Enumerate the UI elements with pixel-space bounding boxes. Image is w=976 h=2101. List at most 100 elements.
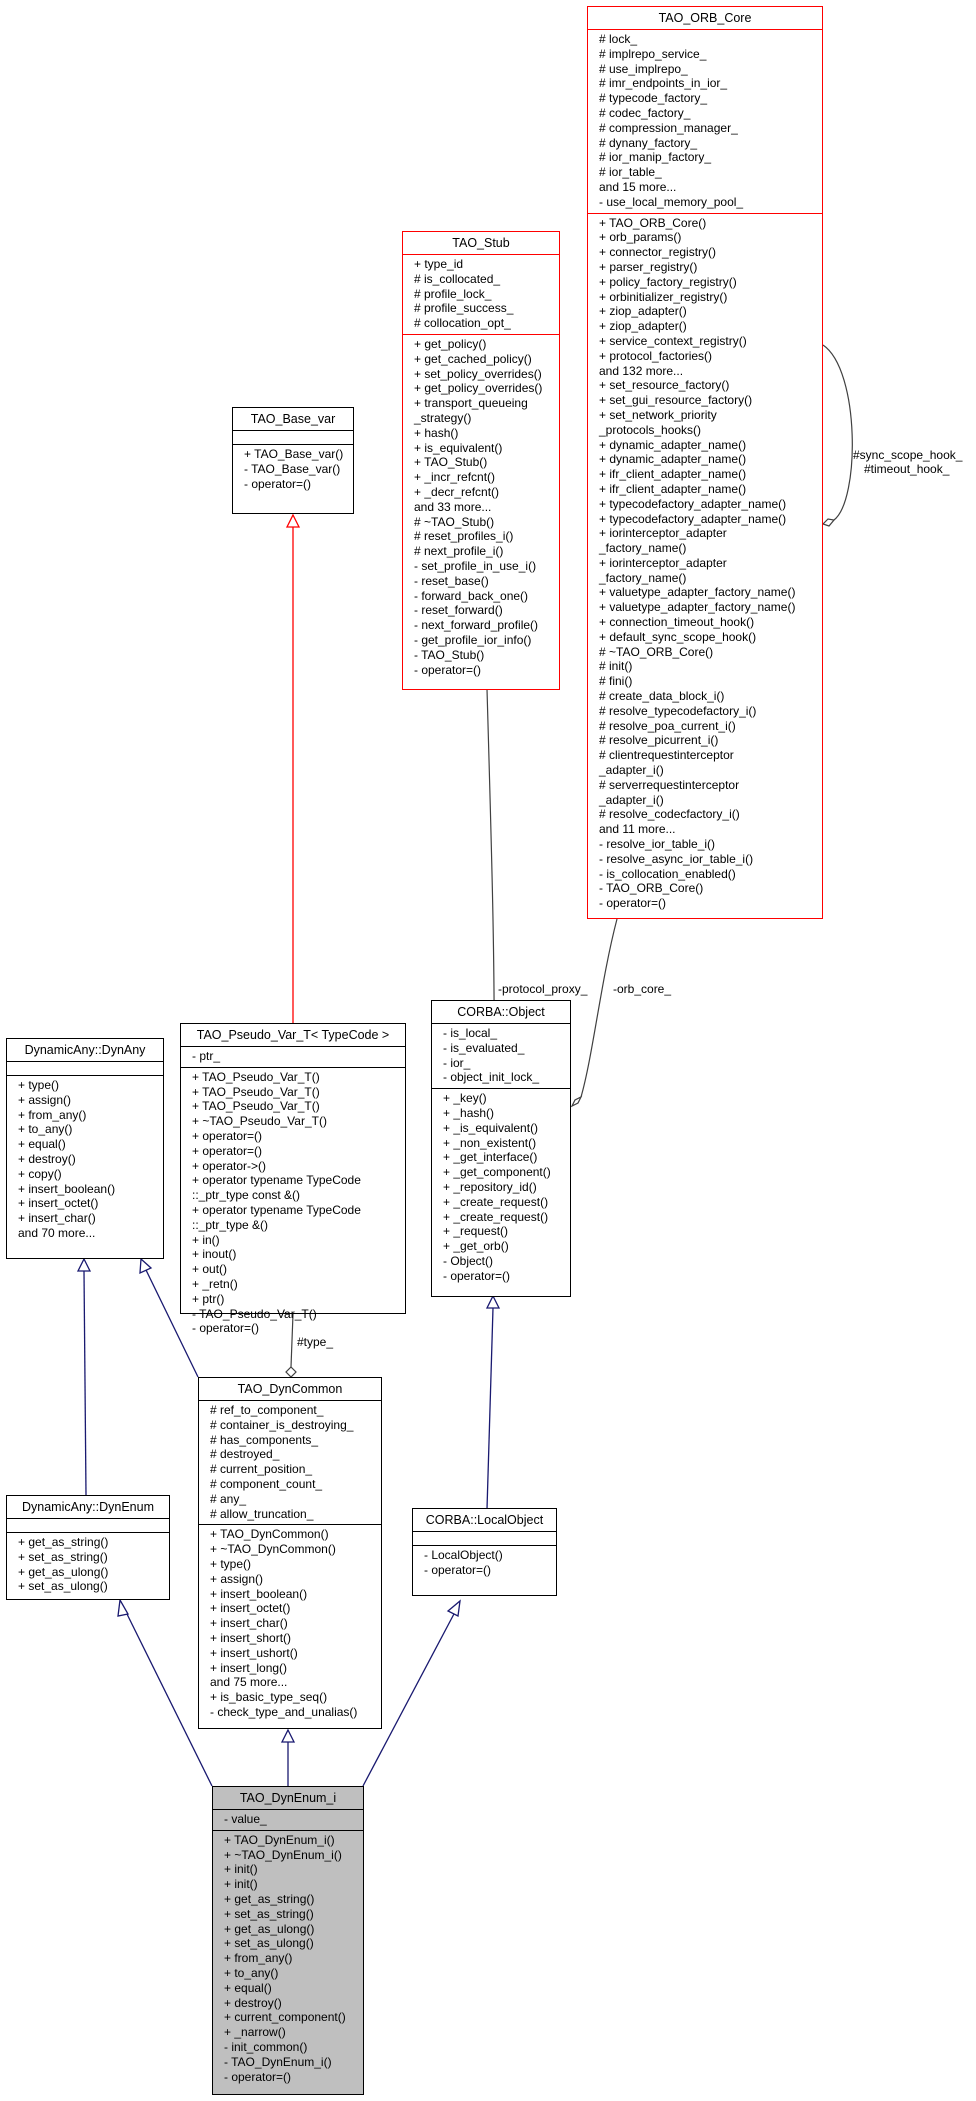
method-item: + from_any() <box>224 1951 293 1966</box>
attribute-item: # compression_manager_ <box>599 120 738 135</box>
method-item: + set_as_ulong() <box>18 1579 108 1594</box>
class-box-corba-localobject[interactable]: CORBA::LocalObject- LocalObject()- opera… <box>412 1508 557 1596</box>
method-item: ::_ptr_type &() <box>192 1217 269 1232</box>
attribute-item: # allow_truncation_ <box>210 1506 314 1521</box>
method-item: + operator=() <box>192 1128 263 1143</box>
class-title: CORBA::LocalObject <box>425 1513 544 1527</box>
method-item: + TAO_Pseudo_Var_T() <box>192 1084 320 1099</box>
method-item: + service_context_registry() <box>599 333 747 348</box>
method-item: + TAO_Pseudo_Var_T() <box>192 1069 320 1084</box>
inheritance-edge-dynany-dyncommon <box>145 1269 199 1378</box>
method-item: + _narrow() <box>224 2025 286 2040</box>
method-item: + _non_existent() <box>443 1135 537 1150</box>
method-item: - operator=() <box>244 476 312 491</box>
method-item: _strategy() <box>414 410 472 425</box>
method-item: + _decr_refcnt() <box>414 484 500 499</box>
method-item: + insert_char() <box>210 1616 288 1631</box>
method-item: + get_as_string() <box>18 1535 109 1549</box>
method-item: + get_as_ulong() <box>18 1564 109 1579</box>
attribute-item: # current_position_ <box>210 1462 313 1477</box>
class-box-tao-dynenum-i[interactable]: TAO_DynEnum_i- value_+ TAO_DynEnum_i()+ … <box>212 1786 364 2095</box>
method-item: + type() <box>18 1078 60 1092</box>
method-item: + insert_char() <box>18 1211 96 1226</box>
attribute-item: # typecode_factory_ <box>599 91 708 106</box>
method-item: + typecodefactory_adapter_name() <box>599 511 787 526</box>
method-item: - TAO_ORB_Core() <box>599 881 704 896</box>
attribute-item: # destroyed_ <box>210 1447 280 1462</box>
method-item: + assign() <box>210 1571 264 1586</box>
method-item: # serverrequestinterceptor <box>599 777 740 792</box>
method-item: + _get_orb() <box>443 1239 509 1254</box>
attribute-item: # codec_factory_ <box>599 105 691 120</box>
template-arrow-basevar <box>285 513 301 528</box>
method-item: + init() <box>224 1877 258 1892</box>
methods-section: + TAO_DynEnum_i()+ ~TAO_DynEnum_i()+ ini… <box>213 1829 363 2088</box>
method-item: + to_any() <box>18 1122 73 1137</box>
method-item: # ~TAO_Stub() <box>414 514 495 529</box>
method-item: + set_gui_resource_factory() <box>599 393 753 408</box>
attribute-item: - ptr_ <box>192 1049 221 1063</box>
method-item: + dynamic_adapter_name() <box>599 452 747 467</box>
method-item: + default_sync_scope_hook() <box>599 629 757 644</box>
method-item: + set_as_ulong() <box>224 1936 314 1951</box>
method-item: + parser_registry() <box>599 259 698 274</box>
attributes-section: - ptr_ <box>181 1046 405 1067</box>
class-title: DynamicAny::DynAny <box>24 1043 146 1057</box>
method-item: + equal() <box>224 1980 272 1995</box>
class-box-tao-base-var[interactable]: TAO_Base_var+ TAO_Base_var()- TAO_Base_v… <box>232 407 354 514</box>
method-item: + _key() <box>443 1091 487 1106</box>
class-box-tao-orb-core[interactable]: TAO_ORB_Core# lock_# implrepo_service_# … <box>587 6 823 919</box>
method-item: + set_as_string() <box>224 1906 314 1921</box>
attribute-item: and 15 more... <box>599 179 677 194</box>
method-item: + set_network_priority <box>599 407 717 422</box>
method-item: + insert_short() <box>210 1630 292 1645</box>
method-item: + inout() <box>192 1247 237 1262</box>
method-item: _factory_name() <box>599 570 687 585</box>
method-item: - next_forward_profile() <box>414 618 539 633</box>
method-item: + from_any() <box>18 1107 87 1122</box>
class-box-dynamicany-dynenum[interactable]: DynamicAny::DynEnum+ get_as_string()+ se… <box>6 1495 170 1600</box>
class-box-tao-dyncommon[interactable]: TAO_DynCommon# ref_to_component_# contai… <box>198 1377 382 1729</box>
method-item: + typecodefactory_adapter_name() <box>599 496 787 511</box>
attribute-item: # ior_manip_factory_ <box>599 150 712 165</box>
class-title: DynamicAny::DynEnum <box>22 1500 154 1514</box>
usage-edge-self-loop <box>822 344 853 521</box>
methods-section: + TAO_Pseudo_Var_T()+ TAO_Pseudo_Var_T()… <box>181 1066 405 1339</box>
class-box-corba-object[interactable]: CORBA::Object- is_local_- is_evaluated_-… <box>431 1000 571 1297</box>
method-item: - TAO_Base_var() <box>244 461 341 476</box>
attribute-item: # dynany_factory_ <box>599 135 698 150</box>
attribute-item: # collocation_opt_ <box>414 316 511 331</box>
attribute-item: - is_local_ <box>443 1026 498 1040</box>
method-item: + insert_ushort() <box>210 1645 298 1660</box>
method-item: # resolve_poa_current_i() <box>599 718 736 733</box>
attribute-item: - ior_ <box>443 1055 471 1070</box>
inheritance-edge-object-localobject <box>486 1307 494 1510</box>
methods-section: + get_as_string()+ set_as_string()+ get_… <box>7 1532 169 1597</box>
method-item: + policy_factory_registry() <box>599 274 737 289</box>
method-item: + orbinitializer_registry() <box>599 289 728 304</box>
method-item: - operator=() <box>224 2069 292 2084</box>
edge-label-type: #type_ <box>297 1335 334 1349</box>
method-item: + to_any() <box>224 1965 279 1980</box>
method-item: + _retn() <box>192 1276 238 1291</box>
attributes-section <box>7 1518 169 1532</box>
inheritance-edge-localobject <box>362 1611 456 1787</box>
class-box-dynamicany-dynany[interactable]: DynamicAny::DynAny+ type()+ assign()+ fr… <box>6 1038 164 1259</box>
method-item: # create_data_block_i() <box>599 689 725 704</box>
method-item: + protocol_factories() <box>599 348 713 363</box>
method-item: + _get_interface() <box>443 1150 538 1165</box>
method-item: # fini() <box>599 674 633 689</box>
edge-label-sync-scope-hook: #sync_scope_hook_ <box>853 448 963 462</box>
attribute-item: # profile_lock_ <box>414 286 492 301</box>
method-item: + get_cached_policy() <box>414 351 532 366</box>
class-title: TAO_DynEnum_i <box>239 1791 337 1805</box>
class-box-tao-stub[interactable]: TAO_Stub+ type_id# is_collocated_# profi… <box>402 231 560 690</box>
method-item: - resolve_async_ior_table_i() <box>599 851 754 866</box>
inheritance-edge-dynenum <box>124 1609 213 1787</box>
method-item: + insert_boolean() <box>18 1181 116 1196</box>
method-item: + insert_boolean() <box>210 1586 308 1601</box>
inheritance-arrow-dynany-dynenum <box>76 1257 92 1272</box>
method-item: - operator=() <box>599 896 667 911</box>
class-box-tao-pseudo-var-t[interactable]: TAO_Pseudo_Var_T< TypeCode >- ptr_+ TAO_… <box>180 1023 406 1335</box>
